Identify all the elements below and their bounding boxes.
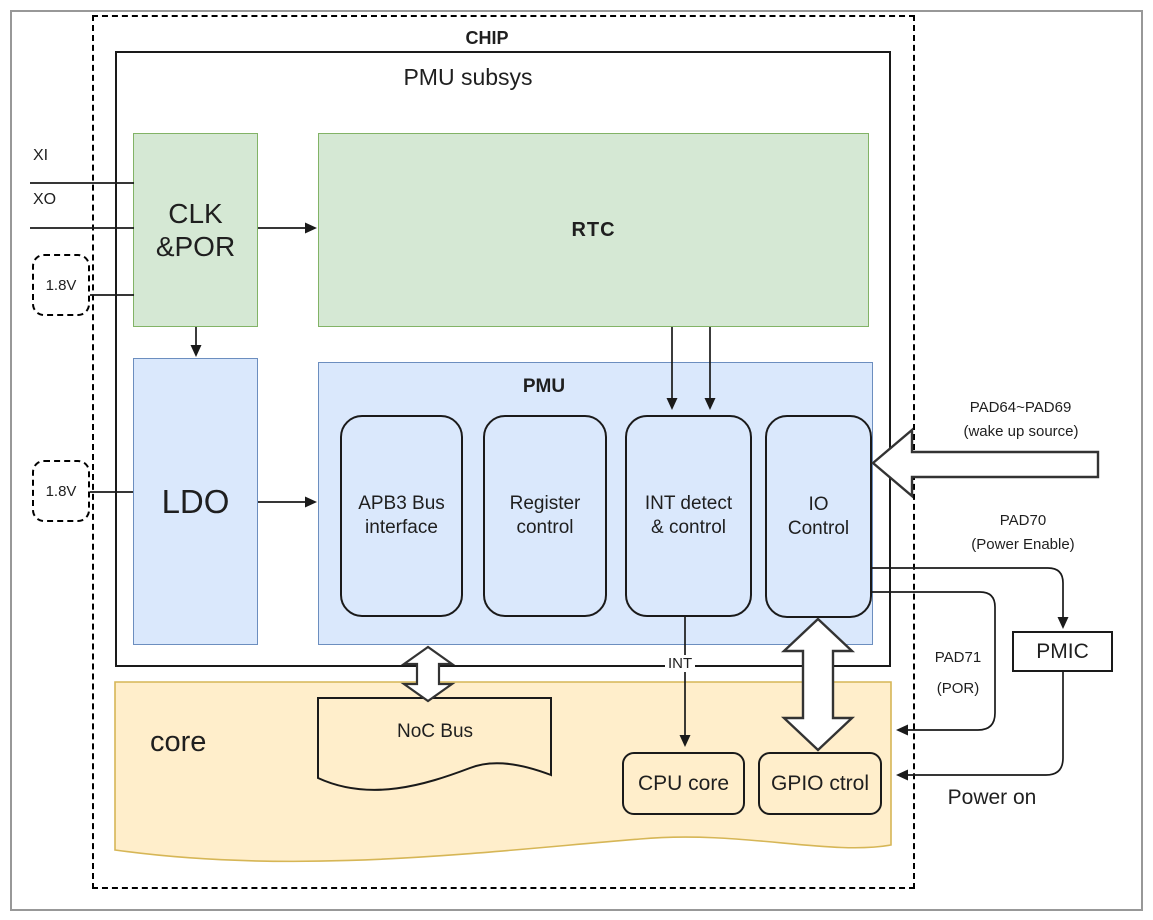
register-label-line2: control bbox=[516, 517, 574, 538]
xi-pin-label: XI bbox=[33, 147, 49, 164]
clk-por-label-line2: &POR bbox=[155, 231, 236, 262]
gpio-ctrl-label: GPIO ctrol bbox=[770, 771, 870, 795]
pmic-label: PMIC bbox=[1036, 639, 1089, 663]
pmu-title: PMU bbox=[522, 376, 566, 397]
power-enable-label: (Power Enable) bbox=[971, 536, 1075, 553]
pad71-label: PAD71 bbox=[934, 649, 982, 666]
pmu-subsys-title: PMU subsys bbox=[403, 64, 533, 90]
power-on-label: Power on bbox=[947, 786, 1037, 809]
pad70-label: PAD70 bbox=[999, 512, 1047, 529]
por-label: (POR) bbox=[936, 680, 980, 697]
supply-1v8-upper: 1.8V bbox=[32, 254, 90, 316]
chip-title: CHIP bbox=[465, 28, 509, 48]
supply-1v8-lower-label: 1.8V bbox=[45, 482, 77, 500]
gpio-ctrl-block: GPIO ctrol bbox=[758, 752, 882, 815]
cpu-core-block: CPU core bbox=[622, 752, 745, 815]
apb3-label-line1: APB3 Bus bbox=[358, 493, 445, 515]
pmic-block: PMIC bbox=[1012, 631, 1113, 672]
io-control-label-line1: IO bbox=[808, 493, 829, 515]
int-detect-label-line1: INT detect bbox=[644, 493, 733, 515]
register-label-line1: Register bbox=[509, 493, 581, 515]
cpu-core-label: CPU core bbox=[637, 771, 730, 795]
ldo-label: LDO bbox=[161, 482, 230, 520]
io-control-block: IO Control bbox=[765, 415, 872, 618]
int-signal-label: INT bbox=[665, 655, 696, 672]
pmu-subsys-boundary bbox=[115, 51, 891, 667]
clk-por-label-line1: CLK bbox=[168, 197, 223, 229]
register-control-block: Register control bbox=[483, 415, 607, 617]
supply-1v8-lower: 1.8V bbox=[32, 460, 90, 522]
canvas-frame bbox=[10, 10, 1143, 911]
io-control-label-line2: Control bbox=[787, 517, 850, 539]
xo-pin-label: XO bbox=[33, 191, 57, 208]
apb3-bus-interface-block: APB3 Bus interface bbox=[340, 415, 463, 617]
wakeup-source-label: (wake up source) bbox=[963, 423, 1079, 440]
int-detect-label-line2: & control bbox=[651, 517, 726, 538]
apb3-label-line2: interface bbox=[365, 517, 438, 538]
core-region-label: core bbox=[150, 726, 207, 758]
noc-bus-label: NoC Bus bbox=[396, 721, 474, 742]
supply-1v8-upper-label: 1.8V bbox=[45, 276, 77, 294]
rtc-label: RTC bbox=[571, 218, 616, 241]
clk-por-block: CLK &POR bbox=[133, 133, 258, 327]
pad64-69-label: PAD64~PAD69 bbox=[969, 399, 1072, 416]
rtc-block: RTC bbox=[318, 133, 869, 327]
ldo-block: LDO bbox=[133, 358, 258, 645]
int-detect-control-block: INT detect & control bbox=[625, 415, 752, 617]
